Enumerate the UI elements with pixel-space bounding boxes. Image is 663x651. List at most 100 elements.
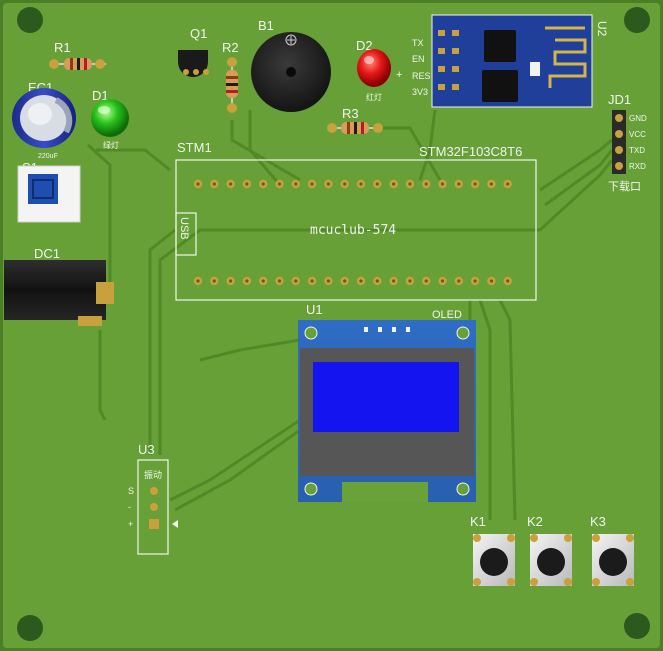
mcu-board-stm1 xyxy=(175,159,537,301)
mcu-pin-hole xyxy=(229,279,233,283)
push-buttons xyxy=(473,534,634,586)
mcu-pin-hole xyxy=(440,182,445,186)
led-d1-green xyxy=(91,99,129,137)
d2-plus: + xyxy=(396,69,402,81)
push-button-pin xyxy=(564,534,572,542)
k1-label: K1 xyxy=(470,514,486,529)
transistor-q1 xyxy=(178,50,209,77)
mcu-pin-hole xyxy=(359,182,363,186)
jd1-pin-txd: TXD xyxy=(629,146,645,155)
mcu-pin-hole xyxy=(343,279,347,283)
push-button-pin xyxy=(626,578,634,586)
mcu-pin-hole xyxy=(424,182,428,186)
mcu-pin-row-bottom xyxy=(193,276,512,286)
mcu-pin-hole xyxy=(359,279,363,283)
wifi-pin-res: RES xyxy=(412,71,431,81)
k3-label: K3 xyxy=(590,514,606,529)
mcu-pin-hole xyxy=(506,182,510,186)
d1-note: 绿灯 xyxy=(103,140,119,150)
u3-pin-minus: - xyxy=(128,502,131,512)
mcu-pin-hole xyxy=(277,182,282,186)
push-button-cap xyxy=(599,548,627,576)
mcu-pin-hole xyxy=(392,279,396,283)
mcu-pin-hole xyxy=(326,182,330,186)
r2-label: R2 xyxy=(222,40,239,55)
u3-pin-plus: + xyxy=(128,519,133,529)
mcu-part-number: STM32F103C8T6 xyxy=(419,144,522,159)
mcu-pin-hole xyxy=(212,182,216,186)
mcu-pin-hole xyxy=(310,182,314,186)
push-button-pin xyxy=(530,578,538,586)
led-d2-red xyxy=(357,49,391,87)
mcu-pin-hole xyxy=(245,279,249,283)
mcu-pin-hole xyxy=(245,182,249,186)
mcu-pin-hole xyxy=(375,279,379,283)
u3-pin-s: S xyxy=(128,486,134,496)
mcu-pin-hole xyxy=(392,182,396,186)
push-button-pin xyxy=(507,578,515,586)
mounting-hole xyxy=(17,7,43,33)
mcu-pin-hole xyxy=(408,182,412,186)
oled-label: OLED xyxy=(432,309,462,321)
mcu-pin-hole xyxy=(343,182,347,186)
mcu-pin-hole xyxy=(261,182,265,186)
wifi-pin-en: EN xyxy=(412,54,425,64)
mcu-pin-hole xyxy=(294,182,298,186)
d2-label: D2 xyxy=(356,38,373,53)
mcu-pin-hole xyxy=(457,182,461,186)
mcu-pin-hole xyxy=(196,182,200,186)
mounting-hole xyxy=(17,615,43,641)
switch-s1 xyxy=(17,165,81,223)
mcu-pin-hole xyxy=(424,279,428,283)
mcu-pin-hole xyxy=(489,182,493,186)
mcu-pin-hole xyxy=(489,279,493,283)
ec1-value: 220uF xyxy=(38,153,58,160)
dc-jack-dc1 xyxy=(4,260,114,326)
mcu-pin-hole xyxy=(229,182,233,186)
jd1-pin-vcc: VCC xyxy=(629,130,646,139)
mcu-pin-hole xyxy=(408,279,412,283)
r1-label: R1 xyxy=(54,40,71,55)
push-button-pin xyxy=(592,578,600,586)
d1-label: D1 xyxy=(92,88,109,103)
jd1-pin-gnd: GND xyxy=(629,114,647,123)
u3-note: 振动 xyxy=(144,469,162,480)
capacitor-ec1 xyxy=(12,88,76,148)
q1-label: Q1 xyxy=(190,26,207,41)
k2-label: K2 xyxy=(527,514,543,529)
wifi-pin-tx: TX xyxy=(412,38,424,48)
push-button-cap xyxy=(480,548,508,576)
mcu-pin-row-top xyxy=(193,179,512,189)
sensor-u3 xyxy=(137,459,178,555)
push-button-pin xyxy=(626,534,634,542)
resistor-r2 xyxy=(226,57,238,113)
mcu-pin-hole xyxy=(473,279,477,283)
mcu-pin-hole xyxy=(457,279,461,283)
oled-display-u1 xyxy=(298,320,476,502)
mcu-silk-text: mcuclub-574 xyxy=(310,223,396,238)
mounting-hole xyxy=(624,613,650,639)
mcu-pin-hole xyxy=(294,279,298,283)
header-jd1 xyxy=(612,110,626,174)
mcu-pin-hole xyxy=(506,279,510,283)
r3-label: R3 xyxy=(342,106,359,121)
push-button-cap xyxy=(537,548,565,576)
dc1-label: DC1 xyxy=(34,246,60,261)
wifi-pin-3v3: 3V3 xyxy=(412,87,428,97)
jd1-note: 下载口 xyxy=(608,180,641,193)
d2-note: 红灯 xyxy=(366,92,382,102)
u1-label: U1 xyxy=(306,302,323,317)
push-button-pin xyxy=(564,578,572,586)
jd1-pin-rxd: RXD xyxy=(629,162,646,171)
mcu-pin-hole xyxy=(375,182,379,186)
push-button-pin xyxy=(592,534,600,542)
u2-label: U2 xyxy=(595,21,609,37)
push-button-pin xyxy=(473,578,481,586)
mcu-pin-hole xyxy=(473,182,477,186)
resistor-r3 xyxy=(327,122,383,134)
mcu-usb-label: USB xyxy=(178,217,190,240)
mcu-pin-hole xyxy=(261,279,265,283)
mounting-hole xyxy=(624,7,650,33)
mcu-pin-hole xyxy=(326,279,330,283)
